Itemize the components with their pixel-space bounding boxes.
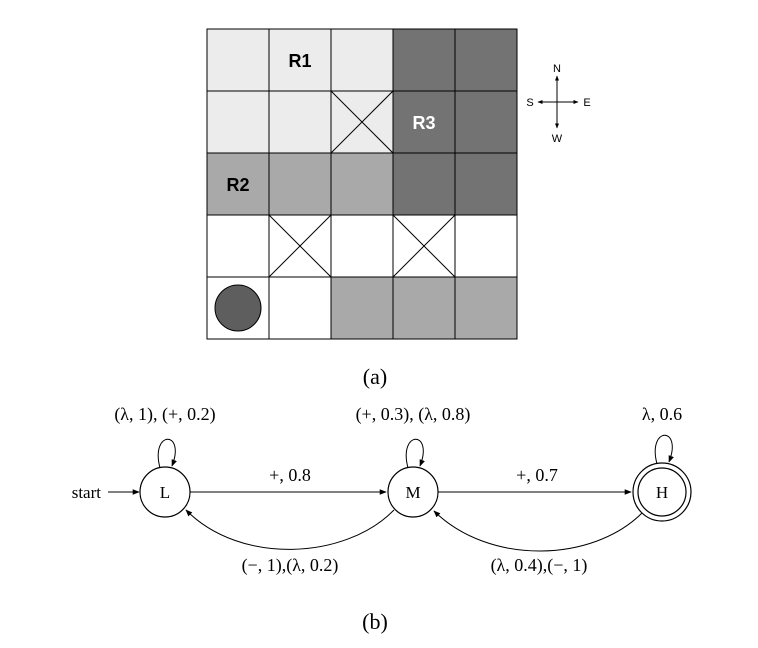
grid-cell-1-0: [206, 90, 270, 154]
grid-cell-3-2: [330, 214, 394, 278]
grid-cell-0-0: [206, 28, 270, 92]
caption-a: (a): [363, 364, 387, 389]
self-loop-l-label: (λ, 1), (+, 0.2): [114, 404, 215, 425]
automaton: start L M H (λ, 1), (+, 0.2) (+, 0.3), (…: [72, 404, 692, 576]
grid-cell-4-1: [268, 276, 332, 340]
compass: N W S E: [526, 63, 590, 145]
self-loop-l: [157, 438, 177, 469]
grid-world: [206, 28, 518, 340]
edge-h-to-m: [433, 510, 643, 552]
state-l-label: L: [160, 483, 170, 502]
region-label-r2: R2: [226, 175, 249, 195]
grid-cell-1-1: [268, 90, 332, 154]
region-label-r1: R1: [288, 51, 311, 71]
grid-cell-2-3: [392, 152, 456, 216]
blocked-cross: [392, 214, 456, 278]
grid-cell-2-4: [454, 152, 518, 216]
edge-m-to-h-label: +, 0.7: [516, 465, 558, 485]
grid-cell-3-4: [454, 214, 518, 278]
region-label-r3: R3: [412, 113, 435, 133]
grid-cell-2-2: [330, 152, 394, 216]
edge-h-to-m-label: (λ, 0.4),(−, 1): [491, 555, 588, 576]
grid-cell-1-4: [454, 90, 518, 154]
grid-cell-0-1: [268, 28, 332, 92]
compass-label-n: N: [553, 63, 561, 75]
edge-m-to-l-label: (−, 1),(λ, 0.2): [242, 555, 339, 576]
grid-cell-2-1: [268, 152, 332, 216]
state-m-label: M: [405, 483, 420, 502]
self-loop-h-label: λ, 0.6: [642, 404, 682, 424]
blocked-cross: [330, 90, 394, 154]
grid-cell-4-4: [454, 276, 518, 340]
compass-label-s: S: [526, 97, 533, 109]
grid-cell-4-3: [392, 276, 456, 340]
grid-cell-0-2: [330, 28, 394, 92]
edge-l-to-m-label: +, 0.8: [269, 465, 311, 485]
self-loop-h: [654, 434, 674, 465]
grid-cell-4-2: [330, 276, 394, 340]
edge-m-to-l: [185, 509, 395, 550]
blocked-cross: [268, 214, 332, 278]
grid-cell-3-0: [206, 214, 270, 278]
state-h: [637, 467, 687, 517]
agent-marker: [214, 284, 262, 332]
self-loop-m-label: (+, 0.3), (λ, 0.8): [356, 404, 471, 425]
compass-label-e: E: [583, 97, 590, 109]
grid-cell-0-3: [392, 28, 456, 92]
grid-cell-0-4: [454, 28, 518, 92]
start-label: start: [72, 483, 102, 502]
caption-b: (b): [362, 609, 388, 634]
self-loop-m: [405, 438, 425, 469]
grid-cell-1-3: [392, 90, 456, 154]
state-h-label: H: [656, 483, 668, 502]
compass-label-w: W: [552, 133, 563, 145]
